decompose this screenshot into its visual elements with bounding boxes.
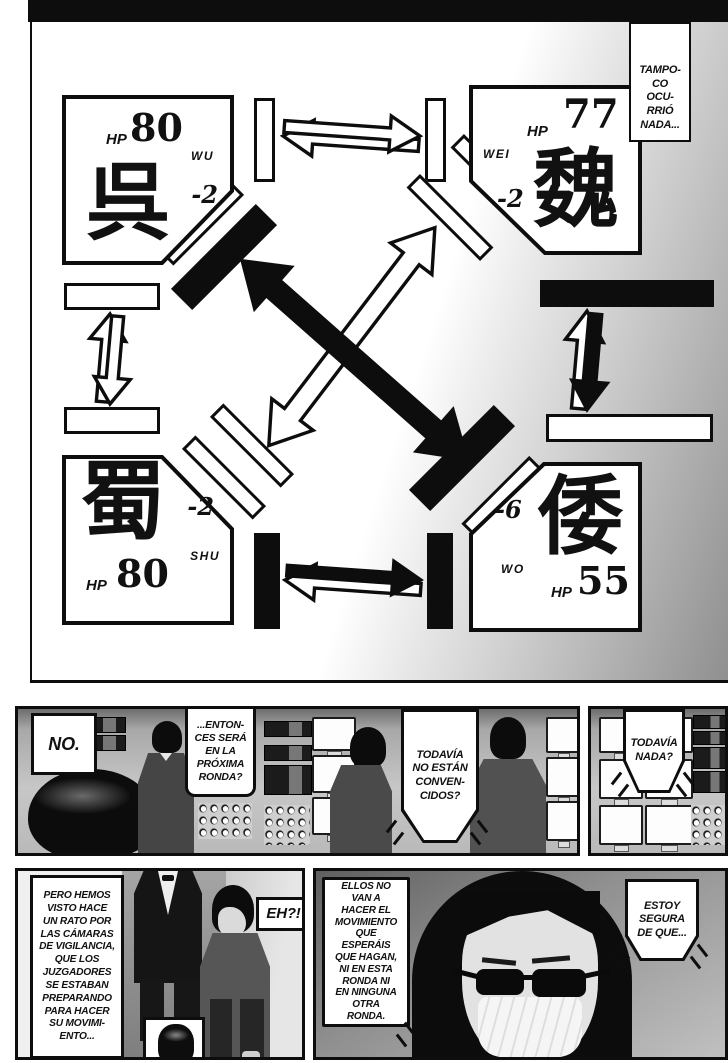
delta-value: -6 — [495, 495, 522, 524]
player-name: WU — [191, 149, 214, 163]
bubble-tail — [689, 955, 702, 970]
bubble-tail — [696, 943, 709, 958]
caption-no: NO. — [31, 713, 97, 775]
bubble-text: ESTOY SEGURA DE QUE... — [628, 882, 696, 958]
panel-bottom-left: PERO HEMOS VISTO HACE UN RATO POR LAS CÁ… — [15, 868, 305, 1060]
equipment-module — [693, 771, 725, 793]
hp-value: 80 — [130, 105, 183, 150]
player-box-wo: -6 倭 WO HP 55 — [469, 462, 642, 632]
bubble-todavia-nada: TODAVÍA NADA? — [623, 709, 685, 793]
equipment-module — [693, 747, 725, 769]
wall-bar-solid — [254, 533, 280, 629]
bubble-tail — [392, 831, 405, 846]
delta-value: -2 — [191, 180, 218, 209]
wall-bar — [254, 98, 275, 182]
man-hair — [350, 727, 386, 767]
monitor — [645, 805, 693, 852]
wall-bar — [64, 283, 160, 310]
sunglasses-left-lens — [476, 969, 524, 995]
bubble-text: TODAVÍA NADA? — [626, 712, 682, 790]
bow-tie — [162, 875, 174, 881]
hp-value: 55 — [577, 558, 630, 603]
man-hair — [152, 721, 182, 753]
double-arrow-left-icon — [86, 311, 134, 407]
man-suit — [330, 765, 392, 853]
wall-bar — [546, 414, 713, 442]
man-face — [218, 907, 246, 937]
double-arrow-right-icon — [562, 307, 611, 413]
monitor — [599, 805, 643, 852]
player-box-shu: 蜀 -2 SHU HP 80 — [62, 455, 234, 625]
button-grid — [198, 803, 252, 839]
player-kanji: 呉 — [86, 154, 171, 252]
wall-bar-solid — [427, 533, 453, 629]
panel-diagram: HP 80 WU 呉 -2 WEI HP 77 -2 魏 蜀 -2 SHU HP… — [30, 0, 728, 683]
equipment-module — [264, 721, 312, 737]
man-suit — [470, 759, 546, 853]
man-suit — [138, 753, 194, 853]
player-name: WO — [501, 562, 525, 576]
double-arrow-top-icon — [279, 112, 424, 160]
delta-value: -2 — [497, 184, 524, 213]
player-box-wu: HP 80 WU 呉 -2 — [62, 95, 234, 265]
top-black-band — [28, 0, 728, 22]
wall-bar — [425, 98, 446, 182]
button-grid — [264, 805, 310, 845]
double-arrow-bottom-icon — [281, 558, 424, 604]
sunglasses-right-lens — [532, 969, 586, 997]
woman-hair-silhouette — [28, 769, 158, 853]
player-name: WEI — [483, 147, 511, 161]
hp-label: HP — [551, 584, 572, 601]
hair-back-silhouette — [158, 1024, 194, 1057]
panel-control-room-left: NO. ...ENTON- CES SERÁ EN LA PRÓXIMA RON… — [15, 706, 580, 856]
hp-label: HP — [106, 131, 127, 148]
wall-bar — [64, 407, 160, 434]
hp-value: 77 — [563, 91, 619, 138]
hp-value: 80 — [116, 551, 169, 596]
player-box-wei: WEI HP 77 -2 魏 — [469, 85, 642, 255]
monitor — [546, 717, 577, 760]
sunglasses-bridge — [520, 975, 534, 980]
player-kanji: 倭 — [537, 467, 623, 567]
panel-bottom-right: ELLOS NO VAN A HACER EL MOVIMIENTO QUE E… — [313, 868, 728, 1060]
bubble-entonces: ...ENTON- CES SERÁ EN LA PRÓXIMA RONDA? — [185, 709, 256, 797]
man-leg — [210, 999, 232, 1057]
player-kanji: 魏 — [533, 140, 619, 240]
bubble-todavia-no: TODAVÍA NO ESTÁN CONVEN- CIDOS? — [401, 709, 479, 843]
button-grid — [691, 805, 725, 845]
equipment-module — [693, 731, 725, 745]
equipment-module — [264, 745, 312, 761]
shirt-collar — [160, 753, 172, 761]
wall-bar-solid — [540, 280, 714, 307]
bubble-text: TODAVÍA NO ESTÁN CONVEN- CIDOS? — [404, 712, 476, 840]
monitor — [546, 801, 577, 848]
equipment-module — [264, 765, 312, 795]
monitor — [546, 757, 577, 804]
bubble-ellos: ELLOS NO VAN A HACER EL MOVIMIENTO QUE E… — [322, 877, 410, 1027]
man-hair — [490, 717, 526, 759]
surgical-mask — [478, 997, 582, 1057]
bubble-eh: EH?! — [256, 897, 302, 931]
player-name: SHU — [190, 549, 220, 563]
inset-panel — [143, 1017, 205, 1057]
center-cross-arrows-icon — [239, 225, 470, 461]
shoe — [242, 1051, 260, 1057]
player-kanji: 蜀 — [80, 452, 166, 552]
equipment-module — [693, 715, 725, 729]
man-leg — [240, 999, 264, 1057]
caption-pero: PERO HEMOS VISTO HACE UN RATO POR LAS CÁ… — [30, 875, 124, 1057]
delta-value: -2 — [187, 492, 214, 521]
caption-tampoco: TAMPO- CO OCU- RRIÓ NADA... — [629, 22, 691, 142]
bubble-estoy: ESTOY SEGURA DE QUE... — [625, 879, 699, 961]
hp-label: HP — [527, 123, 548, 140]
hp-label: HP — [86, 577, 107, 594]
panel-control-room-right: TODAVÍA NADA? — [588, 706, 728, 856]
bubble-tail — [395, 1033, 408, 1048]
